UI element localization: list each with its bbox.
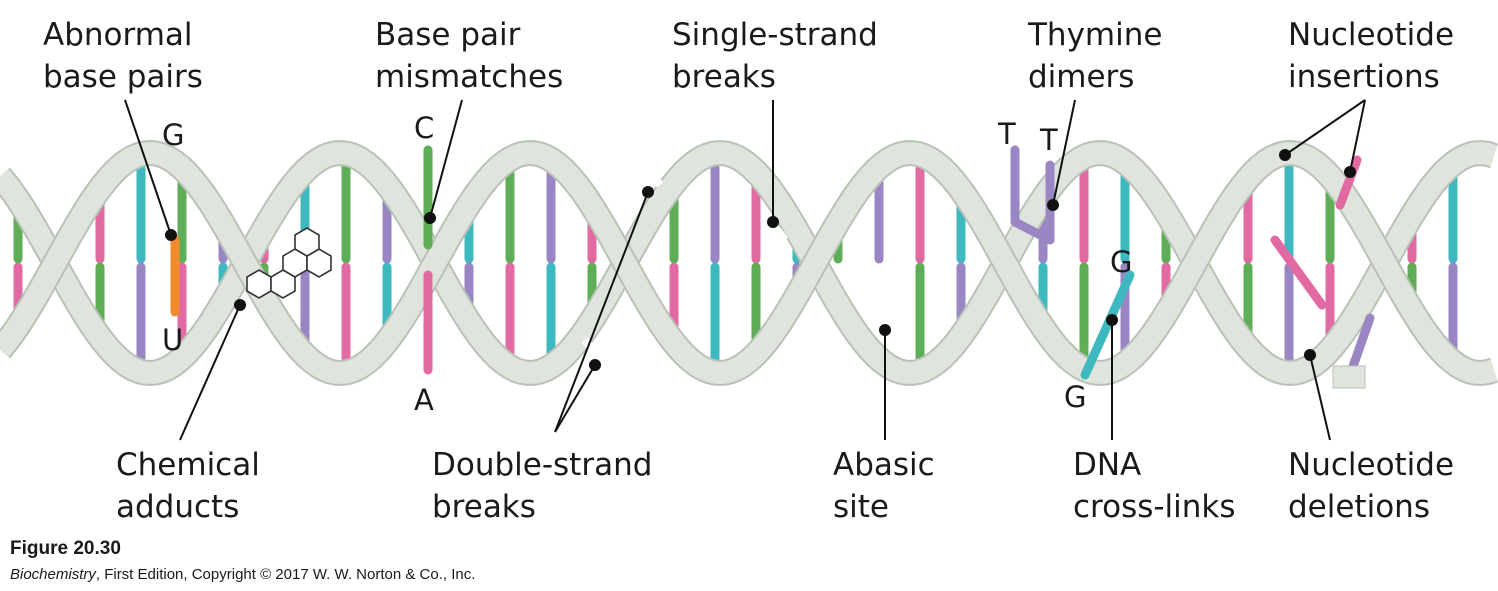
base-u-label: U [162, 323, 183, 357]
label-abasic-site: Abasic site [833, 447, 945, 525]
copyright-text: , First Edition, Copyright © 2017 W. W. … [95, 566, 476, 583]
leader-single-break-dot [767, 216, 779, 228]
label-chemical-adducts: Chemical adducts [116, 447, 270, 525]
leader-mismatch-dot [424, 212, 436, 224]
leader-adduct [179, 304, 241, 441]
leader-deletion-dot [1304, 349, 1316, 361]
leader-lines [124, 99, 1366, 441]
leader-adduct-dot [234, 299, 246, 311]
leader-abnormal [124, 99, 172, 236]
dna-backbone [0, 139, 1498, 387]
base-g-crosslink-bottom-label: G [1064, 380, 1086, 414]
leader-abnormal-dot [165, 229, 177, 241]
leader-insertion-2-dot [1344, 166, 1356, 178]
base-g-label: G [162, 118, 184, 152]
leader-insertion-2 [1349, 99, 1366, 173]
leader-double-2-dot [589, 359, 601, 371]
label-base-pair-mismatches: Base pair mismatches [375, 17, 563, 95]
base-t-right-label: T [1039, 123, 1058, 157]
label-nucleotide-insertions: Nucleotide insertions [1288, 17, 1464, 95]
double-break-gap-bottom [581, 337, 604, 363]
base-t-left-label: T [997, 117, 1016, 151]
deletion-block [1332, 365, 1366, 389]
label-abnormal-base-pairs: Abnormal base pairs [43, 17, 203, 95]
leader-double-1-dot [642, 186, 654, 198]
leader-insertion-1 [1284, 99, 1366, 156]
leader-insertion-1-dot [1279, 149, 1291, 161]
base-c-label: C [414, 111, 434, 145]
label-dna-cross-links: DNA cross-links [1073, 447, 1236, 525]
crosslink-base [1080, 270, 1135, 380]
leader-double-1 [554, 191, 649, 433]
base-g-crosslink-top-label: G [1110, 245, 1132, 279]
base-pairs [13, 162, 1458, 364]
leader-crosslink-dot [1106, 314, 1118, 326]
figure-credit: Biochemistry, First Edition, Copyright ©… [10, 566, 475, 583]
base-a-label: A [414, 383, 434, 417]
double-break-gap-top [636, 157, 664, 188]
label-double-strand-breaks: Double-strand breaks [432, 447, 662, 525]
leader-thymine-dot [1047, 199, 1059, 211]
label-single-strand-breaks: Single-strand breaks [672, 17, 888, 95]
leader-thymine [1052, 99, 1076, 206]
label-thymine-dimers: Thymine dimers [1027, 17, 1172, 95]
chemical-adduct-icon [246, 227, 332, 299]
inserted-base [1270, 235, 1327, 310]
leader-double-2 [554, 364, 596, 433]
book-title: Biochemistry [10, 566, 96, 583]
backbone-strand-b [0, 141, 1498, 385]
damage-features [170, 145, 1375, 389]
leader-mismatch [429, 99, 463, 219]
leader-abasic-dot [879, 324, 891, 336]
figure-number: Figure 20.30 [10, 538, 121, 559]
label-nucleotide-deletions: Nucleotide deletions [1288, 447, 1464, 525]
leader-deletion [1309, 354, 1331, 441]
inserted-base-2 [1335, 155, 1362, 210]
